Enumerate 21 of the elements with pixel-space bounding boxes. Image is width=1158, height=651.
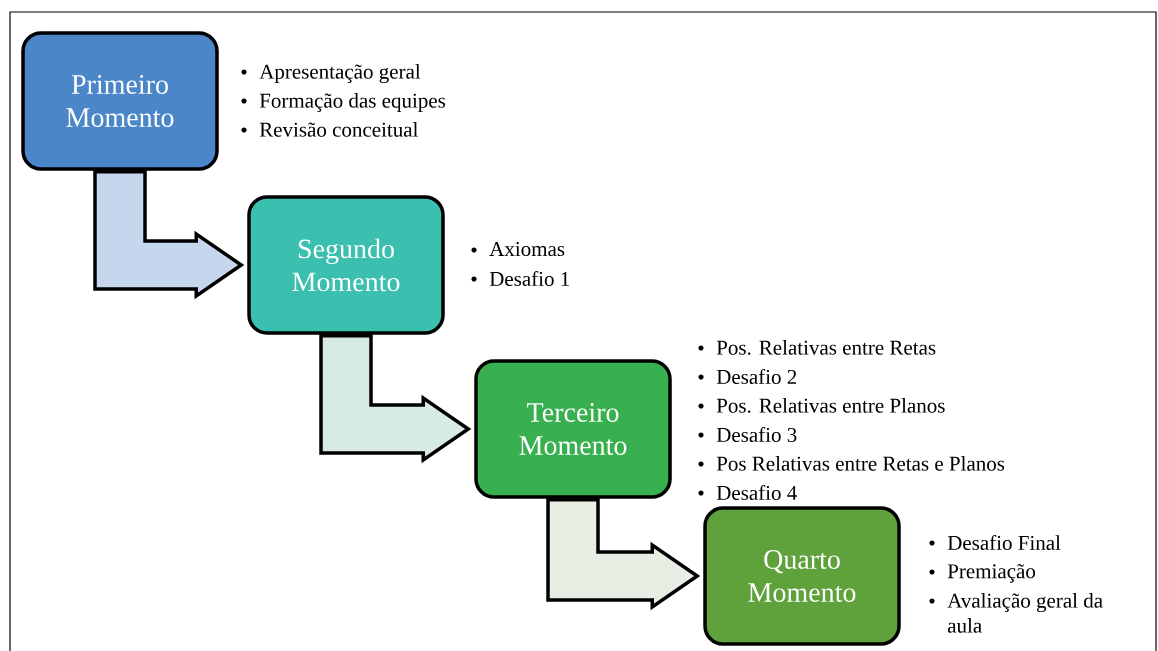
bullet-item: Desafio 4	[698, 485, 797, 500]
bullet-item: Formação das equipes	[241, 93, 446, 113]
block-arrow	[319, 334, 472, 464]
block-arrow	[546, 498, 701, 611]
bullet-item: Desafio 3	[698, 427, 797, 442]
bullet-item: Revisão conceitual	[241, 122, 418, 137]
bullet-item: Desafio Final	[929, 535, 1061, 550]
step-box: Quarto Momento	[703, 506, 901, 646]
block-arrow	[93, 170, 245, 300]
bullet-item: Premiação	[929, 564, 1036, 583]
bullet-item: Axiomas	[471, 242, 565, 257]
bullet-item: Desafio 1	[471, 271, 569, 286]
bullet-item: Pos. Relativas entre Planos	[698, 398, 945, 413]
bullet-item: Pos. Relativas entre Retas	[698, 340, 936, 355]
step-box: Terceiro Momento	[474, 359, 672, 499]
bullet-item: Apresentação geral	[241, 64, 421, 84]
step-box: Primeiro Momento	[21, 31, 219, 171]
bullet-item: Pos Relativas entre Retas e Planos	[698, 456, 1005, 471]
step-box: Segundo Momento	[247, 195, 445, 335]
bullet-item: Desafio 2	[698, 369, 797, 384]
bullet-item: Avaliação geral da aula	[929, 593, 1103, 633]
